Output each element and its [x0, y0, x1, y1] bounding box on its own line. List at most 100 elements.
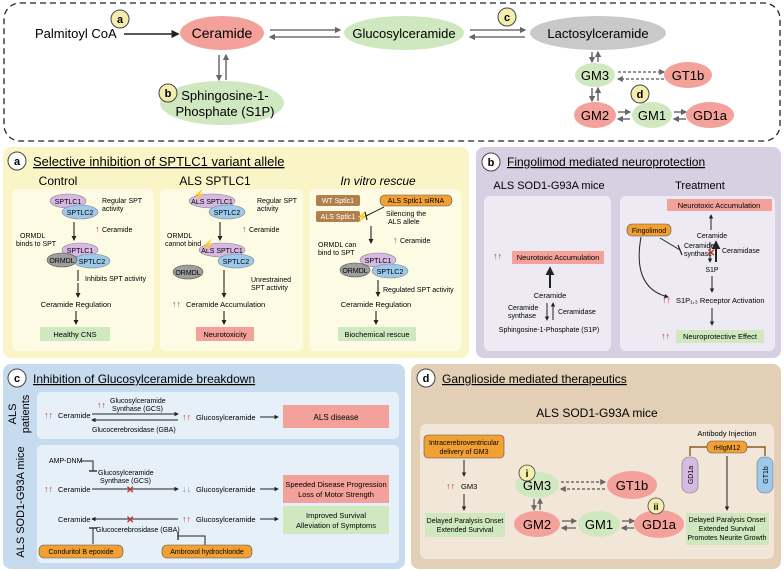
control-ormdl-binds-1: ORMDL	[20, 233, 45, 240]
s1p-node	[160, 81, 284, 125]
panel-b-tag-circle	[481, 152, 501, 172]
rescue-up-arrow: ↑	[393, 235, 398, 245]
c-row1-gcs-1: Glucosylceramide	[110, 398, 166, 405]
b-right-effect: Neuroprotective Effect	[683, 332, 758, 341]
control-outcome-box	[40, 327, 110, 341]
d-antibody-stalk-left	[689, 446, 707, 456]
als-sptlc2-b-label: SPTLC2	[223, 259, 250, 266]
b-right-effect-box	[676, 330, 764, 343]
panel-c-tag-circle	[7, 368, 27, 388]
d-right-outcome-3: Promotes Neurite Growth	[688, 535, 767, 542]
c-ambroxol-box[interactable]	[161, 544, 253, 559]
c-row2-outcome-2: Loss of Motor Strength	[298, 490, 374, 499]
panel-c-patients-label-2: patients	[20, 394, 32, 433]
c-ambroxol: Ambroxol hydrochloride	[170, 549, 244, 556]
panel-a-title: Selective inhibition of SPTLC1 variant a…	[33, 154, 284, 169]
control-sptlc1-label: SPTLC1	[55, 199, 82, 206]
d-antibody-title: Antibody Injection	[697, 429, 756, 438]
rescue-sirna-box[interactable]	[379, 194, 453, 207]
panel-c-patients-label-1: ALS	[7, 404, 19, 425]
tag-b-circle	[158, 83, 178, 103]
control-sptlc2-label: SPTLC2	[67, 210, 94, 217]
rescue-silencing-2: ALS allele	[388, 219, 420, 226]
c-row2-inhibit-line	[80, 460, 94, 471]
c-row3-outcome-2: Alleviation of Symptoms	[296, 521, 376, 530]
als-sptlc1-label: ALS SPTLC1	[191, 199, 233, 206]
rescue-outcome: Biochemical rescue	[344, 330, 409, 339]
d-tag-ii-circle	[647, 497, 665, 515]
als-mutation-icon: ⚡	[193, 188, 205, 201]
d-delivery-box[interactable]	[423, 434, 505, 459]
panel-a-als-box	[160, 189, 303, 351]
tag-b-label: b	[165, 88, 172, 100]
rescue-sptlc2	[371, 263, 409, 279]
d-gm3-label: GM3	[461, 482, 477, 491]
d-up-arrow: ↑↑	[446, 481, 455, 491]
lactosylceramide-node-label: Lactosylceramide	[547, 26, 648, 41]
panel-a-als-title: ALS SPTLC1	[179, 174, 251, 188]
s1p-node-label-1: Sphingosine-1-	[181, 88, 268, 103]
rescue-wt: WT Sptlc1	[322, 198, 354, 205]
rescue-wt-box	[316, 195, 360, 206]
c-row1-up-1: ↑↑	[44, 410, 53, 420]
panel-d-tag-circle	[416, 368, 436, 388]
control-sptlc2-b-label: SPTLC2	[79, 259, 106, 266]
b-right-s1p: S1P	[705, 267, 719, 274]
panel-d: d Ganglioside mediated therapeutics ALS …	[411, 364, 781, 569]
d-gm3: GM3	[523, 478, 551, 493]
d-left-outcome-2: Extended Survival	[437, 527, 494, 534]
als-ormdl-label: ORMDL	[175, 270, 200, 277]
b-right-ceramide: Ceramide	[697, 233, 727, 240]
rescue-sptlc2-label: SPTLC2	[377, 269, 404, 276]
d-gt1b: GT1b	[616, 478, 649, 493]
c-row3-inhibit-line-2	[178, 535, 206, 545]
d-rhigm12: rHIgM12	[714, 445, 741, 452]
rescue-ceramide: Ceramide	[400, 238, 430, 245]
panel-b: b Fingolimod mediated neuroprotection AL…	[476, 147, 781, 358]
c-row2-block-x: ✕	[126, 485, 134, 496]
control-ormdl-label: ORMDL	[49, 258, 74, 265]
c-row1-gba: Glucocerebrosidase (GBA)	[92, 427, 176, 434]
c-conduritol-box[interactable]	[38, 544, 124, 559]
panel-b-left-title: ALS SOD1-G93A mice	[493, 180, 604, 192]
c-row2-glucosylceramide: Glucosylceramide	[196, 485, 256, 494]
als-sptlc2	[208, 204, 246, 220]
c-row2-down: ↓↓	[182, 484, 191, 494]
b-fingolimod: Fingolimod	[632, 228, 666, 235]
control-inhibits: Inhibits SPT activity	[85, 276, 146, 283]
als-regular-spt-1: Regular SPT	[257, 198, 298, 205]
rescue-outcome-box	[338, 327, 416, 341]
c-row1-gcs-2: Synthase (GCS)	[112, 406, 163, 413]
c-conduritol: Conduritol B epoxide	[49, 549, 114, 556]
gd1a-node-label: GD1a	[693, 108, 728, 123]
control-ceramide: Ceramide	[102, 227, 132, 234]
b-left-ceramidase: Ceramidase	[558, 309, 596, 316]
c-row3-outcome-box	[283, 506, 389, 534]
tag-a-circle	[110, 9, 130, 29]
rescue-ormdl-can-1: ORMDL can	[318, 242, 356, 249]
d-ab-gd1a: GD1a	[688, 466, 695, 484]
c-row1-outcome-box	[283, 405, 389, 428]
rescue-sirna: ALS Sptlc1 siRNA	[388, 198, 445, 205]
c-row3-ceramide: Ceramide	[58, 515, 91, 524]
d-tag-i: i	[526, 469, 529, 480]
tag-c-label: c	[504, 12, 510, 24]
d-gt1b-node	[607, 471, 657, 499]
gt1b-node-label: GT1b	[672, 68, 705, 83]
c-row3-up: ↑↑	[182, 514, 191, 524]
b-left-synthase-2: synthase	[508, 313, 536, 320]
rescue-sptlc1-label: SPTLC1	[365, 258, 392, 265]
rescue-als-box	[316, 211, 360, 222]
panel-b-right-title: Treatment	[675, 180, 725, 192]
control-ormdl	[46, 252, 78, 268]
d-gm1: GM1	[585, 517, 613, 532]
d-ab-gd1a-node	[681, 456, 699, 494]
b-left-double-up: ↑↑	[493, 251, 502, 261]
als-ormdl-cannot-1: ORMDL	[167, 233, 192, 240]
c-row3-block-x: ✕	[126, 515, 134, 526]
b-fingolimod-box[interactable]	[626, 223, 672, 237]
d-left-outcome-box	[425, 513, 505, 537]
als-ormdl-cannot-2: cannot bind	[165, 241, 201, 248]
gm1-node-label: GM1	[638, 108, 666, 123]
c-row1-glucosylceramide: Glucosylceramide	[196, 413, 256, 422]
